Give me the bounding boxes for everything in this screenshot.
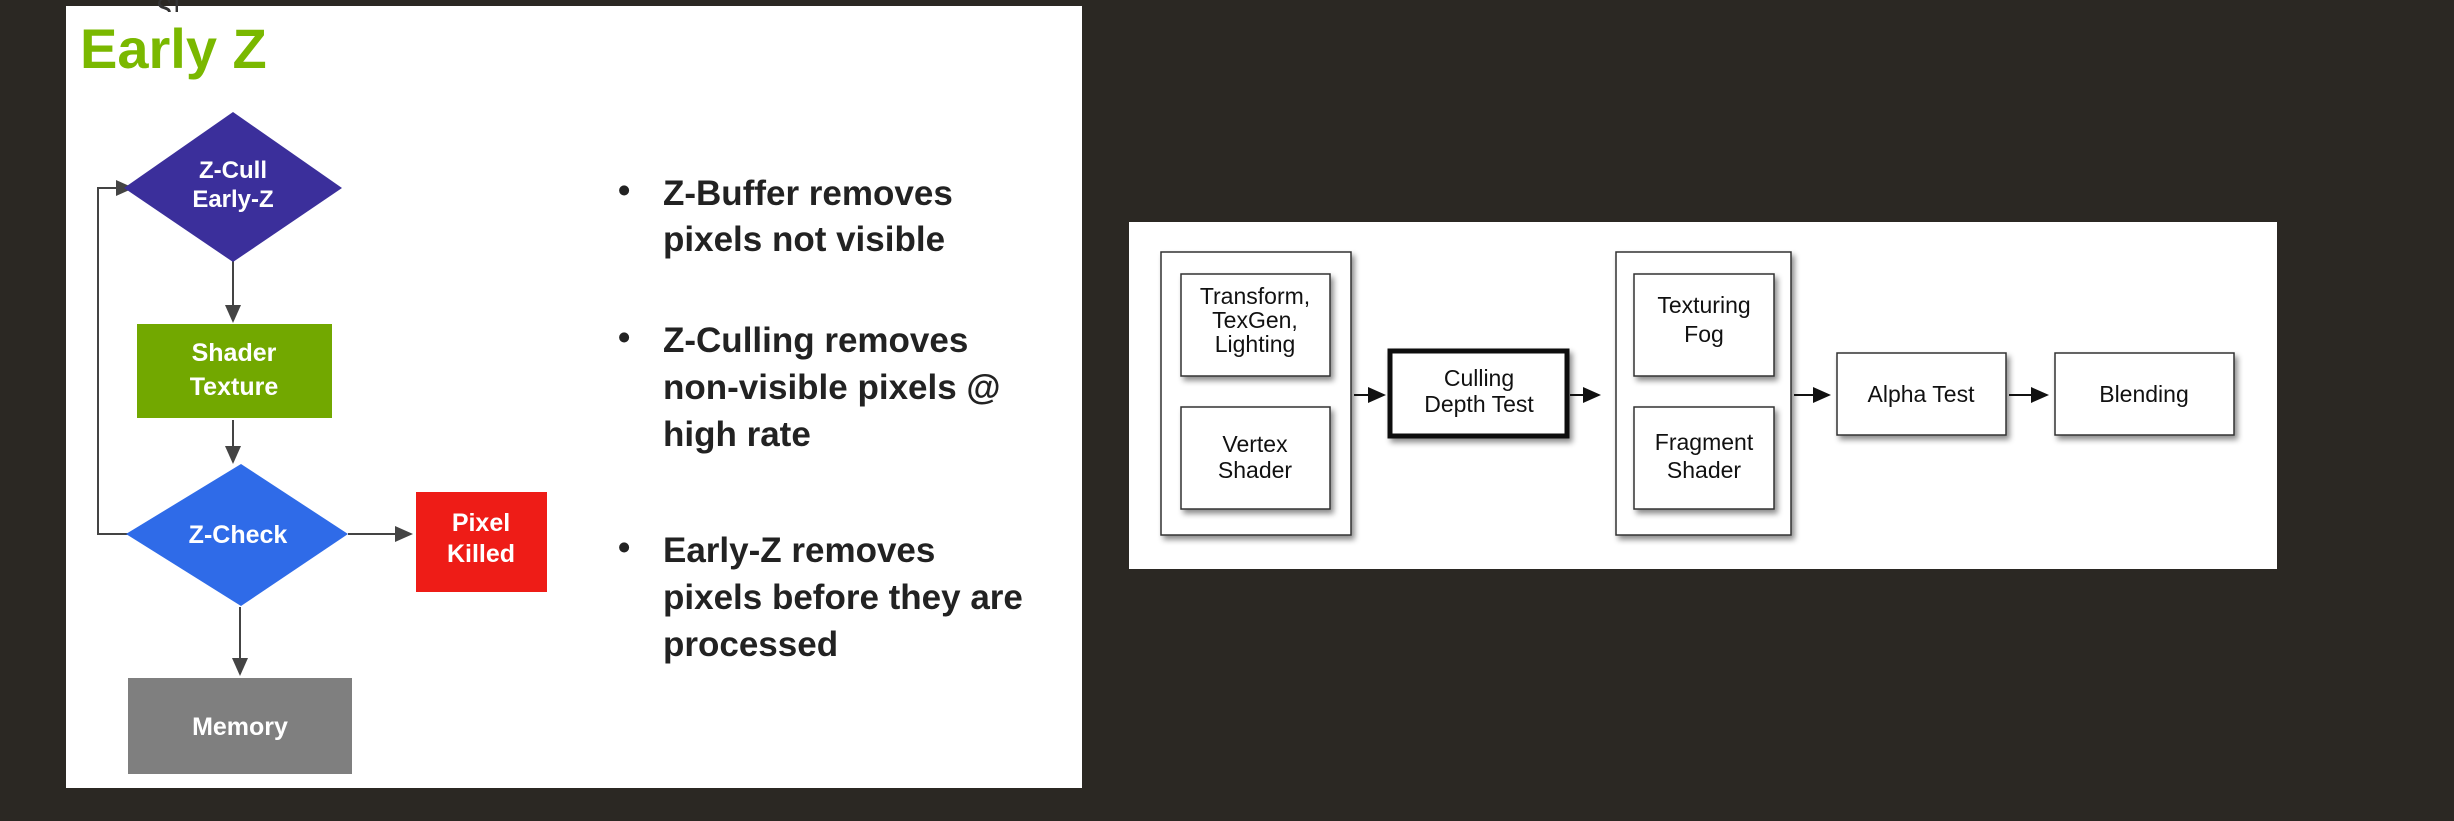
bullet-3-line-3: processed <box>663 625 838 664</box>
zcheck-label: Z-Check <box>189 521 288 549</box>
shader-label: Shader <box>1218 457 1293 483</box>
bullet-1-line-1: Z-Buffer removes <box>663 174 953 213</box>
fragment-label: Fragment <box>1655 429 1754 455</box>
bullet-3: • Early-Z removes pixels before they are… <box>618 528 1023 664</box>
flow-connectors <box>97 180 413 676</box>
pixel-label: Pixel <box>452 509 510 537</box>
fragment-shader-label: Shader <box>1667 457 1742 483</box>
alpha-test-node: Alpha Test <box>1836 352 2007 436</box>
pipeline-diagram: Transform, TexGen, Lighting Vertex Shade… <box>1160 251 2235 536</box>
pixel-killed-node: Pixel Killed <box>416 492 547 592</box>
early-z-slide: Sl Early Z Z-Cull Early-Z Shader Texture <box>66 0 1082 788</box>
texture-label: Texture <box>190 373 279 401</box>
transform-label: Transform, <box>1200 283 1310 309</box>
memory-node: Memory <box>128 678 352 774</box>
fragment-stage-group: Texturing Fog Fragment Shader <box>1615 251 1792 536</box>
lighting-label: Lighting <box>1215 331 1296 357</box>
bullet-2-line-1: Z-Culling removes <box>663 321 968 360</box>
blending-node: Blending <box>2054 352 2235 436</box>
bullet-2-line-2: non-visible pixels @ <box>663 368 1001 407</box>
transform-box <box>1180 273 1331 377</box>
zcheck-node: Z-Check <box>126 464 348 606</box>
bullet-1: • Z-Buffer removes pixels not visible <box>618 171 953 259</box>
pipeline-diagram-panel: Transform, TexGen, Lighting Vertex Shade… <box>1129 222 2277 569</box>
slide-title: Early Z <box>80 17 267 80</box>
zcull-early-z-node: Z-Cull Early-Z <box>124 112 342 262</box>
cut-off-text: Sl <box>156 0 181 12</box>
bullet-2: • Z-Culling removes non-visible pixels @… <box>618 318 1001 454</box>
zcull-label: Z-Cull <box>199 157 267 184</box>
killed-label: Killed <box>447 540 515 568</box>
fog-label: Fog <box>1684 321 1724 347</box>
bullet-list: • Z-Buffer removes pixels not visible • … <box>618 171 1023 664</box>
bullet-1-line-2: pixels not visible <box>663 220 945 259</box>
texgen-label: TexGen, <box>1212 307 1298 333</box>
vertex-label: Vertex <box>1222 431 1288 457</box>
bullet-2-line-3: high rate <box>663 415 811 454</box>
texturing-fog-box <box>1633 273 1775 377</box>
bullet-3-line-2: pixels before they are <box>663 578 1023 617</box>
fragment-shader-box <box>1633 406 1775 510</box>
culling-depth-test-node: Culling Depth Test <box>1387 348 1570 439</box>
vertex-shader-box <box>1180 406 1331 510</box>
bullet-marker: • <box>618 318 630 357</box>
alpha-test-label: Alpha Test <box>1868 381 1976 407</box>
texturing-label: Texturing <box>1657 292 1750 318</box>
shader-texture-node: Shader Texture <box>137 324 332 418</box>
depth-test-label: Depth Test <box>1424 391 1534 417</box>
early-z-diagram: Early Z Z-Cull Early-Z Shader Texture Z-… <box>80 17 1023 774</box>
bullet-marker: • <box>618 528 630 567</box>
shader-label: Shader <box>192 339 277 367</box>
blending-label: Blending <box>2099 381 2189 407</box>
bullet-marker: • <box>618 171 630 210</box>
memory-label: Memory <box>192 713 288 741</box>
bullet-3-line-1: Early-Z removes <box>663 531 935 570</box>
early-z-label: Early-Z <box>192 186 273 213</box>
culling-label: Culling <box>1444 365 1514 391</box>
vertex-stage-group: Transform, TexGen, Lighting Vertex Shade… <box>1160 251 1352 536</box>
